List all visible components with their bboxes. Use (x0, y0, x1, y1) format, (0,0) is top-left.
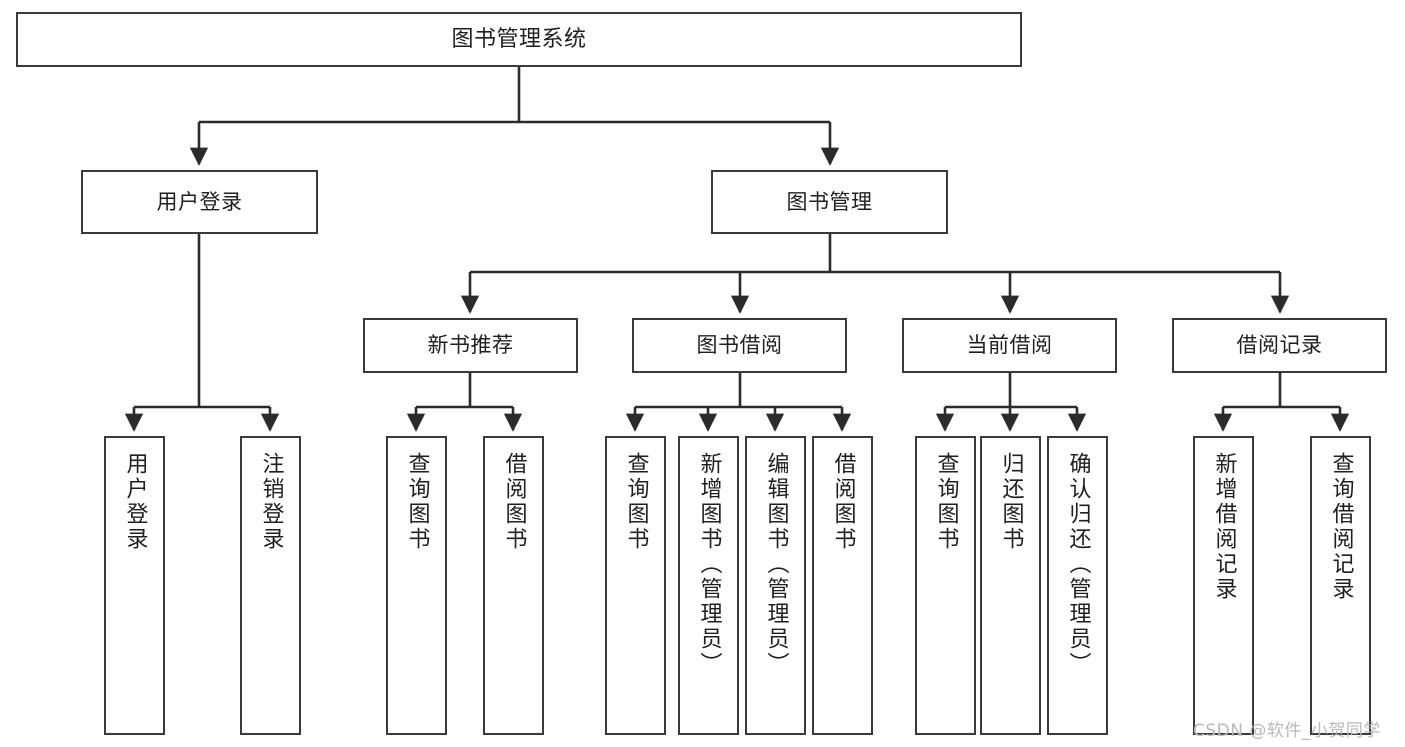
node-book-manage[interactable]: 图书管理 (711, 170, 948, 234)
node-bb-borrow-book-label: 借阅图书 (830, 452, 856, 552)
node-nbr-query-book-label: 查询图书 (404, 452, 430, 552)
node-cb-query-book[interactable]: 查询图书 (915, 436, 976, 735)
node-book-borrow[interactable]: 图书借阅 (632, 318, 847, 373)
node-br-add-record[interactable]: 新增借阅记录 (1193, 436, 1254, 735)
node-user-logout[interactable]: 注销登录 (240, 436, 301, 735)
node-root[interactable]: 图书管理系统 (16, 12, 1022, 67)
node-br-query-record[interactable]: 查询借阅记录 (1310, 436, 1371, 735)
node-br-query-record-label: 查询借阅记录 (1328, 452, 1354, 602)
node-user-login[interactable]: 用户登录 (81, 170, 318, 234)
node-bb-add-book-label: 新增图书（管理员） (696, 452, 722, 677)
node-user-login-do-label: 用户登录 (122, 452, 148, 552)
csdn-watermark: CSDN @软件_小贺同学 (1193, 721, 1381, 741)
node-bb-add-book[interactable]: 新增图书（管理员） (678, 436, 739, 735)
node-nbr-borrow-book-label: 借阅图书 (501, 452, 527, 552)
node-cb-query-book-label: 查询图书 (933, 452, 959, 552)
node-bb-edit-book[interactable]: 编辑图书（管理员） (745, 436, 806, 735)
node-new-book-recommend[interactable]: 新书推荐 (363, 318, 578, 373)
node-user-login-label: 用户登录 (156, 189, 243, 214)
node-user-logout-label: 注销登录 (258, 452, 284, 552)
node-current-borrow-label: 当前借阅 (966, 333, 1053, 358)
node-bb-query-book[interactable]: 查询图书 (605, 436, 666, 735)
node-user-login-do[interactable]: 用户登录 (104, 436, 165, 735)
node-cb-confirm-return-label: 确认归还（管理员） (1065, 452, 1091, 677)
node-nbr-borrow-book[interactable]: 借阅图书 (483, 436, 544, 735)
node-borrow-records[interactable]: 借阅记录 (1172, 318, 1387, 373)
node-book-manage-label: 图书管理 (786, 189, 873, 214)
node-br-add-record-label: 新增借阅记录 (1211, 452, 1237, 602)
node-nbr-query-book[interactable]: 查询图书 (386, 436, 447, 735)
node-bb-query-book-label: 查询图书 (623, 452, 649, 552)
node-book-borrow-label: 图书借阅 (696, 333, 783, 358)
node-current-borrow[interactable]: 当前借阅 (902, 318, 1117, 373)
node-new-book-recommend-label: 新书推荐 (427, 333, 514, 358)
node-root-label: 图书管理系统 (451, 26, 587, 52)
node-bb-edit-book-label: 编辑图书（管理员） (763, 452, 789, 677)
node-cb-confirm-return[interactable]: 确认归还（管理员） (1047, 436, 1108, 735)
node-cb-return-book-label: 归还图书 (998, 452, 1024, 552)
node-cb-return-book[interactable]: 归还图书 (980, 436, 1041, 735)
node-borrow-records-label: 借阅记录 (1236, 333, 1323, 358)
node-bb-borrow-book[interactable]: 借阅图书 (812, 436, 873, 735)
